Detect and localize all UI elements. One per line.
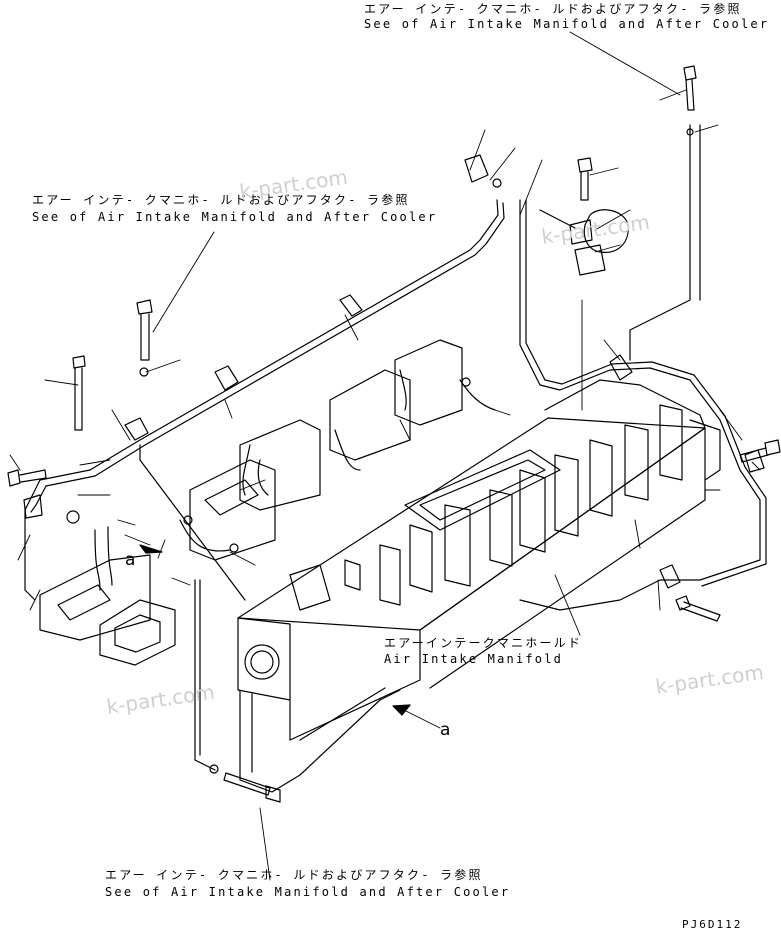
reference-label-top-en: See of Air Intake Manifold and After Coo… xyxy=(364,17,770,31)
reference-label-top-jp: エアー インテ- クマニホ- ルドおよびアフタク- ラ参照 xyxy=(364,2,742,16)
callout-a-left: a xyxy=(125,550,136,570)
callout-arrows xyxy=(139,544,411,716)
manifold-label-en: Air Intake Manifold xyxy=(384,652,564,666)
reference-label-bottom-en: See of Air Intake Manifold and After Coo… xyxy=(105,885,511,899)
connector-blocks xyxy=(39,339,463,666)
reference-label-left-jp: エアー インテ- クマニホ- ルドおよびアフタク- ラ参照 xyxy=(32,193,410,207)
manifold-label-jp: エアーインテークマニホールド xyxy=(384,636,583,650)
callout-a-right: a xyxy=(440,720,451,740)
drawing-code: PJ6D112 xyxy=(682,918,743,931)
reference-label-left-en: See of Air Intake Manifold and After Coo… xyxy=(32,210,438,224)
leader-lines xyxy=(9,31,761,881)
reference-label-bottom-jp: エアー インテ- クマニホ- ルドおよびアフタク- ラ参照 xyxy=(105,868,483,882)
terminal-leads xyxy=(94,154,502,591)
bolts xyxy=(7,65,781,803)
wiring-harness xyxy=(23,124,767,771)
solenoid-unit xyxy=(539,209,629,276)
